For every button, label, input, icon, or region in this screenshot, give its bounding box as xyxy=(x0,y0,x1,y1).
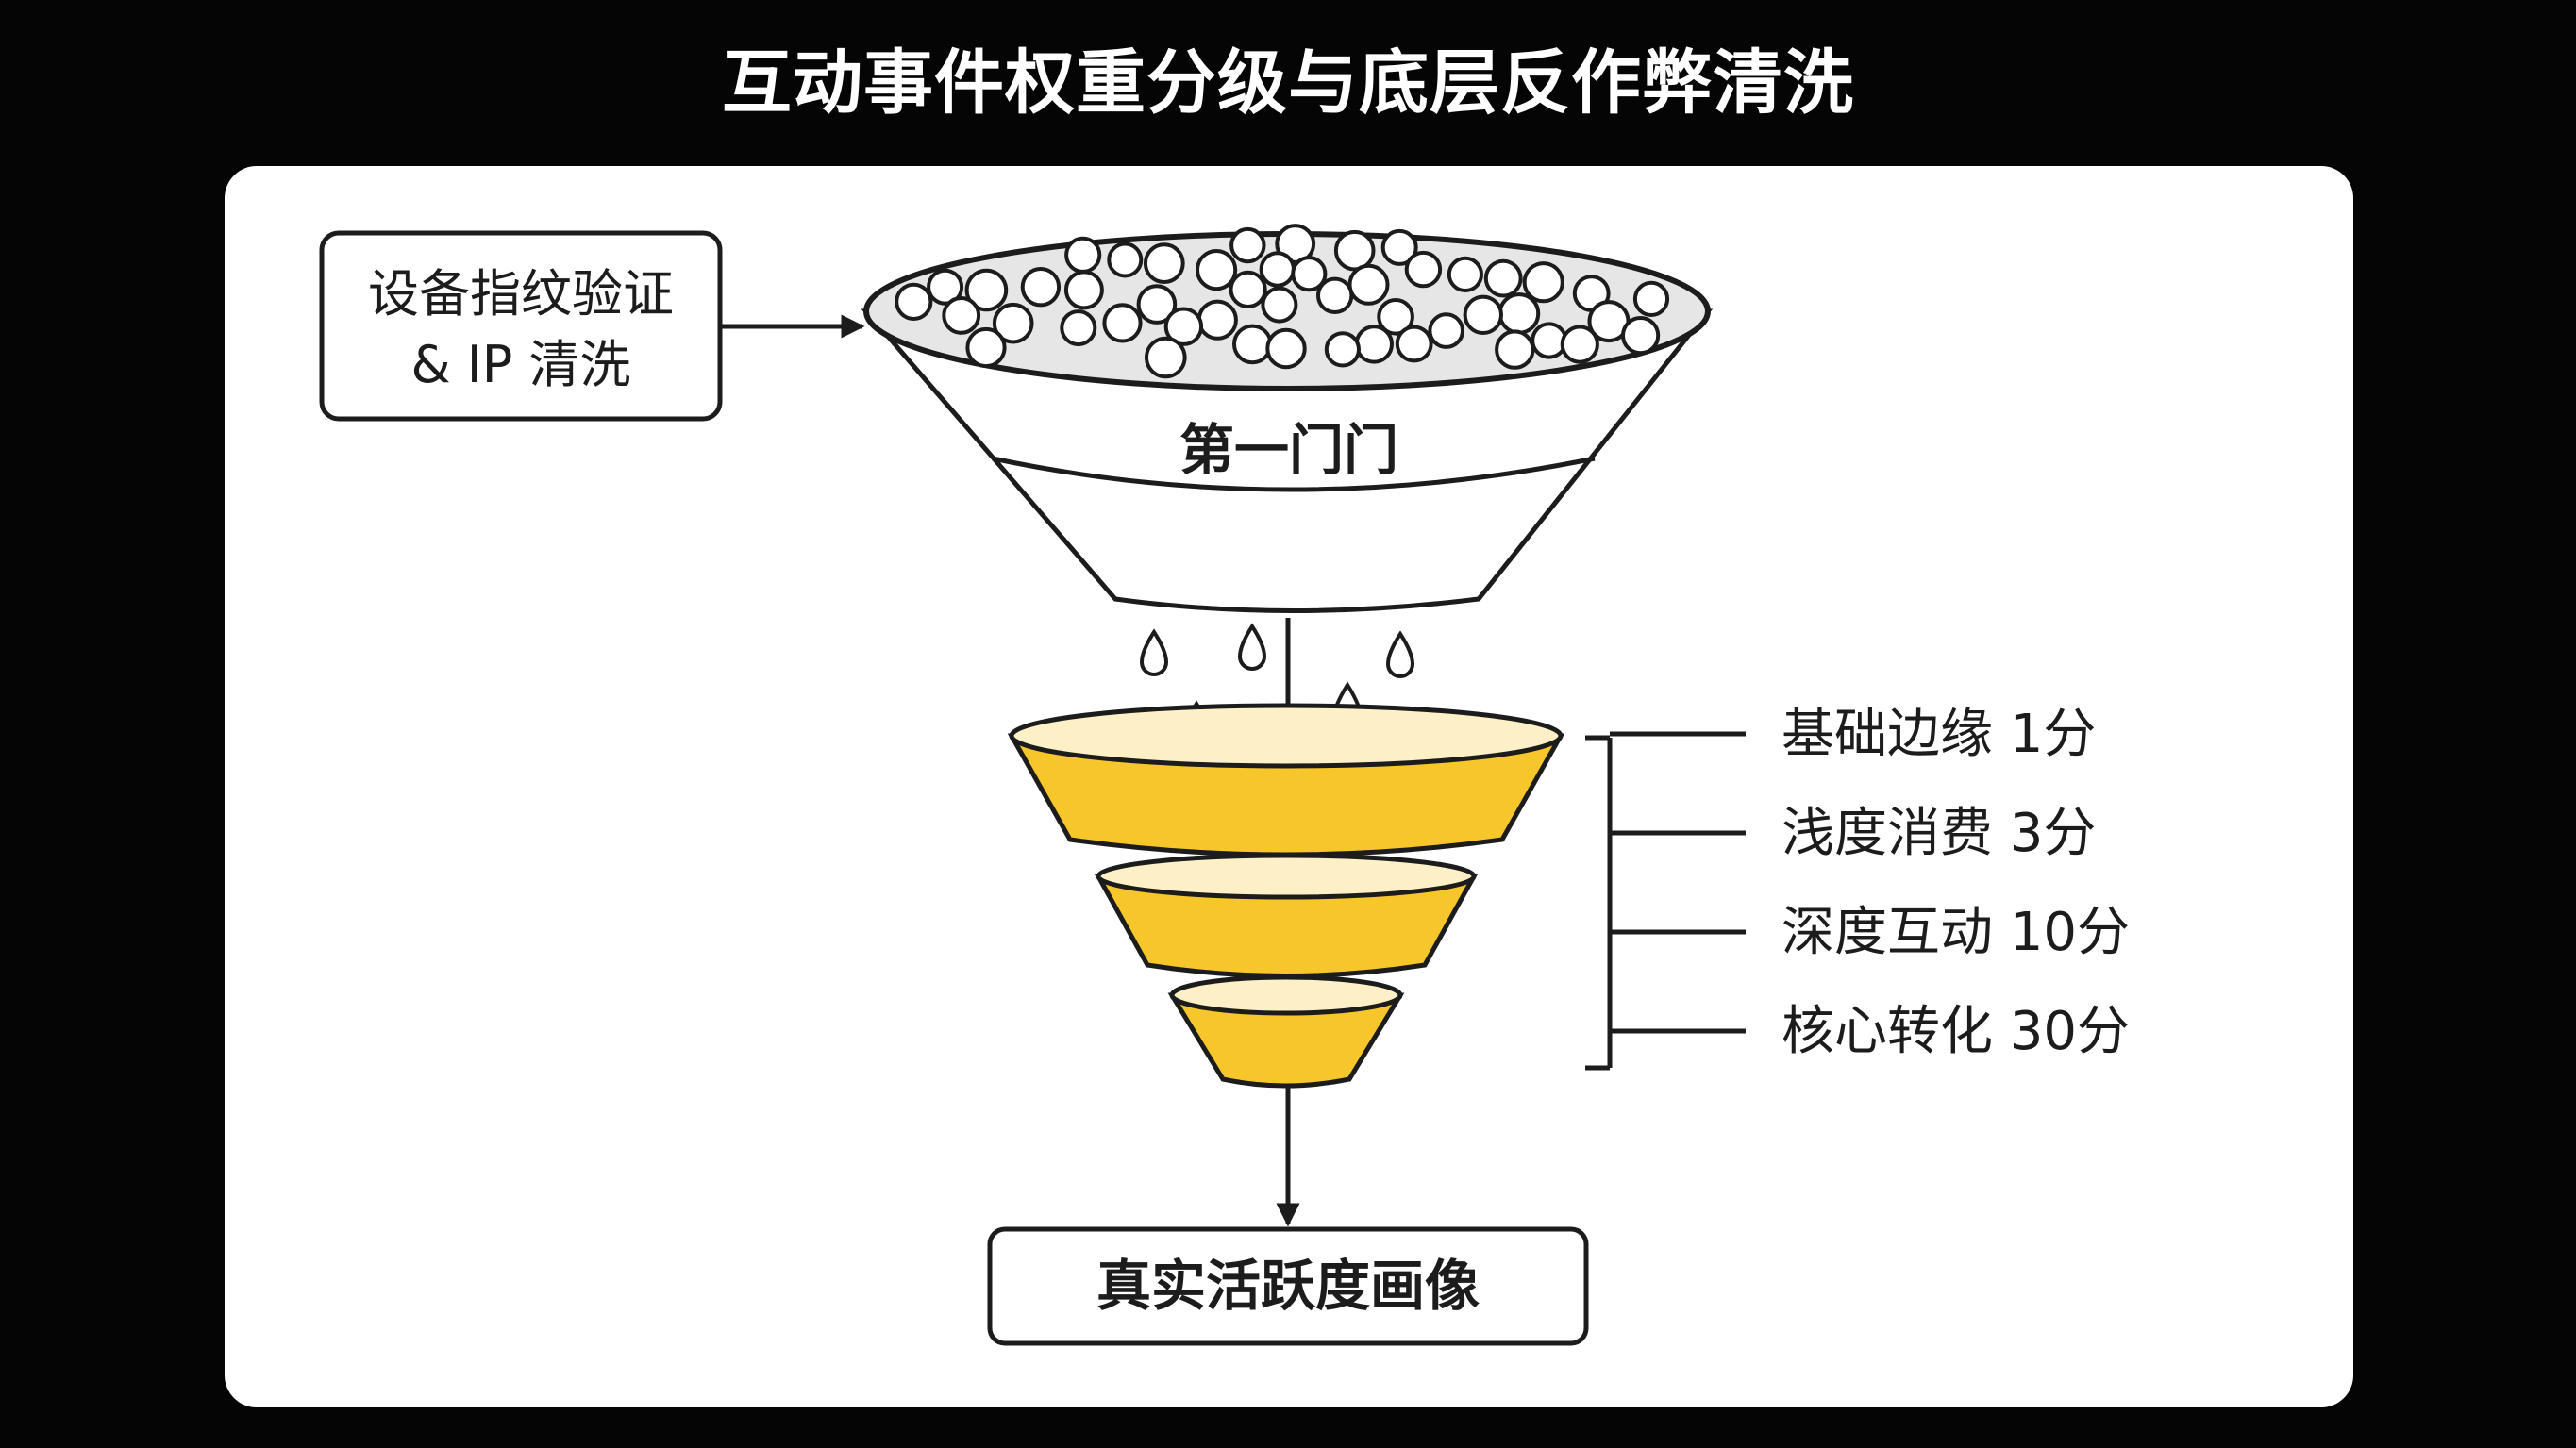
filter-box-line1: 设备指纹验证 xyxy=(368,264,674,324)
droplet xyxy=(1385,630,1415,678)
traffic-ball xyxy=(1163,307,1204,346)
traffic-ball xyxy=(1259,251,1296,288)
traffic-ball xyxy=(895,282,933,321)
traffic-ball xyxy=(965,326,1007,369)
traffic-ball xyxy=(1102,303,1143,343)
raw-traffic-balls xyxy=(895,224,1670,379)
traffic-ball xyxy=(1428,312,1464,349)
traffic-ball xyxy=(1395,325,1433,363)
traffic-ball xyxy=(1232,324,1273,365)
traffic-ball xyxy=(1196,249,1238,291)
traffic-ball xyxy=(1404,250,1443,289)
output-box: 真实活跃度画像 xyxy=(987,1226,1589,1346)
tier-label-3: 深度互动 10分 xyxy=(1781,902,2130,963)
traffic-ball xyxy=(1020,267,1062,308)
traffic-ball xyxy=(1261,286,1298,324)
traffic-ball xyxy=(1380,228,1418,266)
tier-label-2: 浅度消费 3分 xyxy=(1781,803,2096,864)
top-funnel: 第一门门 xyxy=(861,224,1714,613)
top-funnel-band-line xyxy=(992,456,1596,492)
traffic-ball xyxy=(1632,280,1670,317)
traffic-ball xyxy=(1063,270,1104,310)
traffic-ball xyxy=(1229,270,1267,308)
traffic-ball xyxy=(927,268,964,306)
traffic-ball xyxy=(1483,258,1523,298)
traffic-ball xyxy=(1324,331,1362,368)
traffic-ball xyxy=(1145,336,1187,379)
page-title: 互动事件权重分级与底层反作弊清洗 xyxy=(722,42,1854,124)
traffic-ball xyxy=(1064,236,1102,274)
traffic-ball xyxy=(1377,298,1414,336)
tier-segment-2 xyxy=(1094,853,1479,978)
traffic-ball xyxy=(1060,309,1097,347)
traffic-ball xyxy=(1136,284,1178,325)
tier-segment-3 xyxy=(1167,974,1405,1089)
tier-bracket xyxy=(1585,731,1746,1071)
traffic-ball xyxy=(1495,329,1535,370)
traffic-ball xyxy=(1447,256,1484,292)
traffic-ball xyxy=(992,302,1034,344)
traffic-ball xyxy=(1265,327,1307,370)
traffic-ball xyxy=(1522,261,1564,304)
output-box-label: 真实活跃度画像 xyxy=(1096,1254,1480,1318)
tier-segment-1 xyxy=(1007,703,1565,857)
filter-box-line2: & IP 清洗 xyxy=(411,335,631,394)
traffic-ball xyxy=(1560,325,1599,364)
traffic-ball xyxy=(964,268,1009,312)
tiered-funnel xyxy=(1007,703,1565,1089)
filter-box: 设备指纹验证 & IP 清洗 xyxy=(319,230,723,422)
traffic-ball xyxy=(1333,229,1376,272)
traffic-ball xyxy=(1316,276,1354,314)
traffic-ball xyxy=(1196,299,1238,341)
top-funnel-label: 第一门门 xyxy=(1179,418,1398,482)
traffic-ball xyxy=(1143,242,1185,285)
droplet xyxy=(1237,623,1267,671)
traffic-ball xyxy=(1107,241,1144,278)
tier-label-4: 核心转化 30分 xyxy=(1781,1001,2130,1062)
traffic-ball xyxy=(1347,263,1390,306)
traffic-ball xyxy=(1354,325,1395,364)
droplet xyxy=(1139,628,1169,676)
traffic-ball xyxy=(942,296,981,335)
traffic-ball xyxy=(1497,292,1541,335)
tier-label-1: 基础边缘 1分 xyxy=(1781,704,2096,765)
traffic-ball xyxy=(1291,256,1328,292)
tier-labels: 基础边缘 1分 浅度消费 3分 深度互动 10分 核心转化 30分 xyxy=(1781,704,2130,1062)
traffic-ball xyxy=(1463,294,1504,335)
traffic-ball xyxy=(1229,226,1266,264)
traffic-ball xyxy=(1621,316,1661,356)
